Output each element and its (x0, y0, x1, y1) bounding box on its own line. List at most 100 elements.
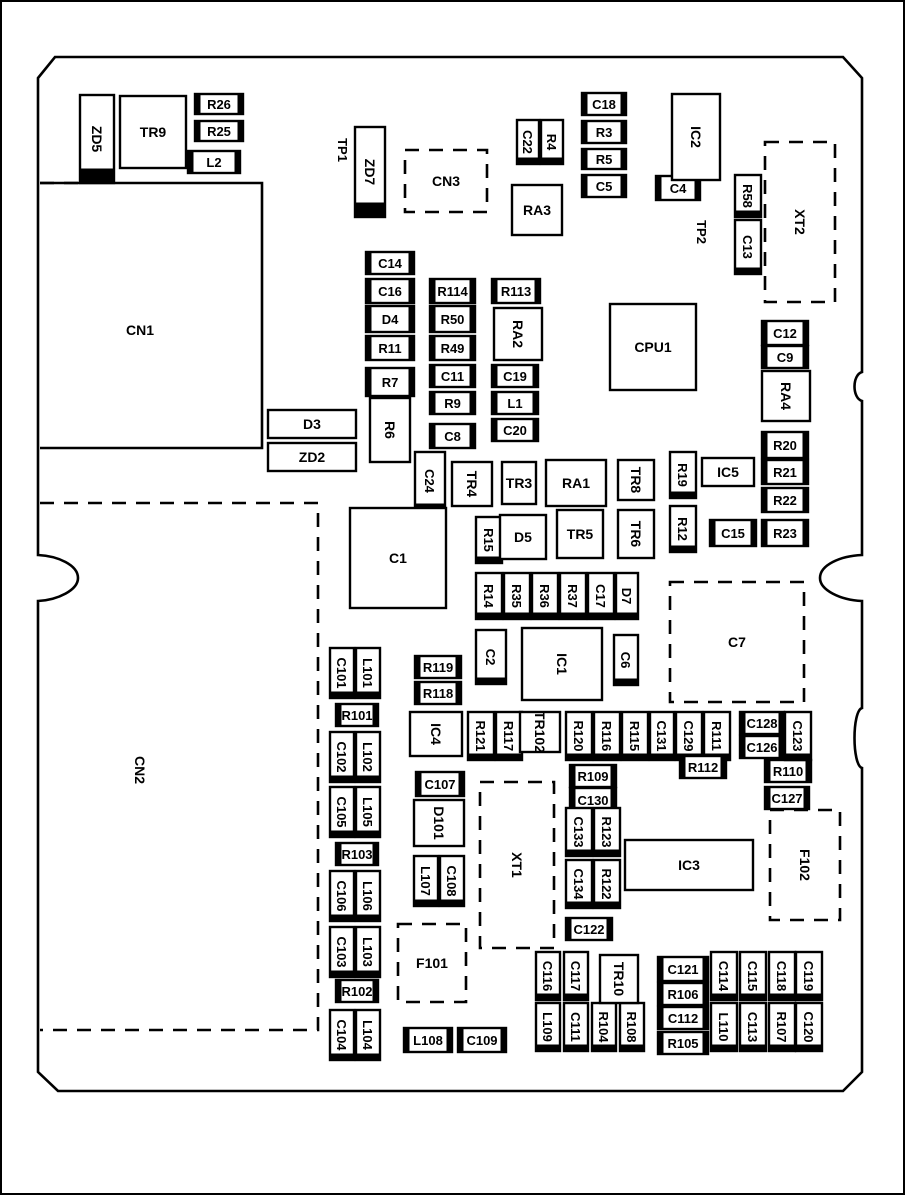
component-c11: C11 (428, 363, 477, 389)
component-ra1: RA1 (544, 458, 608, 508)
label-ra1: RA1 (562, 475, 590, 491)
label-l108: L108 (413, 1033, 443, 1048)
component-r102: R102 (334, 978, 380, 1004)
component-ic2: IC2 (670, 92, 722, 182)
label-tp2: TP2 (694, 220, 709, 244)
label-r118: R118 (423, 686, 453, 701)
component-c116: C116 (534, 950, 562, 1002)
component-r22: R22 (760, 486, 810, 514)
component-c5: C5 (580, 173, 628, 199)
component-r7: R7 (364, 366, 416, 398)
label-d101: D101 (431, 806, 447, 840)
label-r116: R116 (599, 721, 614, 751)
label-r123: R123 (599, 816, 614, 847)
label-l102: L102 (360, 742, 375, 772)
label-ra3: RA3 (523, 202, 551, 218)
label-tr4: TR4 (464, 471, 480, 498)
label-c127: C127 (771, 791, 802, 806)
component-f102: F102 (768, 808, 842, 922)
component-d3: D3 (266, 408, 358, 440)
label-cpu1: CPU1 (634, 339, 672, 355)
component-c127: C127 (763, 785, 811, 811)
component-l106: L106 (354, 869, 382, 923)
component-tr6: TR6 (616, 508, 656, 560)
component-r11: R11 (364, 334, 416, 362)
component-cn2: CN2 (132, 756, 148, 784)
component-l107: L107 (412, 854, 440, 908)
label-tr10: TR10 (611, 962, 627, 996)
component-c126: C126 (738, 734, 786, 760)
label-d7: D7 (619, 588, 634, 605)
label-f101: F101 (416, 955, 448, 971)
label-c119: C119 (801, 961, 816, 991)
label-r23: R23 (773, 526, 797, 541)
label-c116: C116 (540, 961, 555, 991)
component-l103: L103 (354, 925, 382, 979)
label-tr5: TR5 (567, 526, 594, 542)
label-c134: C134 (571, 868, 586, 900)
label-c4: C4 (670, 181, 687, 196)
component-cpu1: CPU1 (608, 302, 698, 392)
component-r4: R4 (539, 118, 565, 166)
component-ra3: RA3 (510, 183, 564, 237)
component-c129: C129 (674, 710, 704, 762)
label-c12: C12 (773, 326, 797, 341)
label-r114: R114 (437, 284, 468, 299)
label-l101: L101 (360, 658, 375, 688)
label-r7: R7 (382, 375, 399, 390)
label-zd7: ZD7 (362, 159, 378, 186)
component-c1: C1 (348, 506, 448, 610)
component-r19: R19 (668, 450, 698, 500)
component-ra2: RA2 (492, 306, 544, 362)
label-r110: R110 (773, 764, 803, 779)
label-l107: L107 (418, 866, 433, 896)
label-c123: C123 (790, 720, 805, 751)
label-c24: C24 (422, 469, 437, 494)
component-c6: C6 (612, 633, 640, 687)
label-r3: R3 (596, 125, 613, 140)
component-r37: R37 (558, 571, 588, 621)
component-r14: R14 (474, 571, 504, 621)
label-r119: R119 (423, 660, 453, 675)
component-c134: C134 (564, 858, 594, 910)
label-tr6: TR6 (628, 521, 644, 548)
label-r4: R4 (544, 134, 559, 151)
label-tp1: TP1 (335, 138, 350, 162)
label-tr8: TR8 (628, 467, 644, 494)
component-r106: R106 (656, 981, 710, 1007)
component-ra4: RA4 (760, 369, 812, 423)
label-c101: C101 (334, 657, 349, 688)
component-c17: C17 (586, 571, 616, 621)
component-c8: C8 (428, 422, 477, 450)
component-r9: R9 (428, 390, 477, 416)
component-c19: C19 (490, 363, 540, 389)
label-r105: R105 (667, 1036, 698, 1051)
label-zd2: ZD2 (299, 449, 326, 465)
component-d101: D101 (412, 798, 466, 848)
component-ic4: IC4 (408, 710, 464, 758)
component-r36: R36 (530, 571, 560, 621)
component-r118: R118 (413, 680, 463, 706)
component-d7: D7 (614, 571, 640, 621)
label-tr102: TR102 (532, 711, 548, 753)
label-r115: R115 (627, 721, 642, 751)
label-r35: R35 (509, 584, 524, 608)
label-ra4: RA4 (778, 382, 794, 410)
component-c122: C122 (564, 916, 614, 942)
component-r108: R108 (618, 1001, 646, 1053)
component-r107: R107 (767, 1001, 797, 1053)
label-c112: C112 (668, 1011, 698, 1026)
component-l105: L105 (354, 785, 382, 839)
label-ra2: RA2 (510, 320, 526, 348)
component-r35: R35 (502, 571, 532, 621)
component-r103: R103 (334, 841, 380, 867)
label-xt1: XT1 (509, 852, 525, 878)
component-r23: R23 (760, 518, 810, 548)
cn1-outline (40, 181, 264, 450)
label-r103: R103 (341, 847, 372, 862)
label-c118: C118 (774, 961, 789, 991)
component-r116: R116 (592, 710, 622, 762)
label-r9: R9 (444, 396, 461, 411)
component-c16: C16 (364, 277, 416, 305)
